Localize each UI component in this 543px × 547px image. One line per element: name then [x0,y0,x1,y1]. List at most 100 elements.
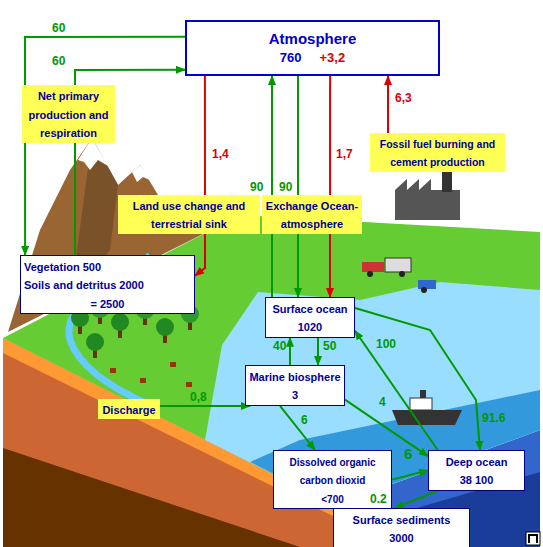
ship-hull [392,410,462,425]
tree [86,333,104,351]
flow-arrow [355,331,438,450]
logo-mark [529,535,537,543]
truck [362,262,384,272]
text-row: 3 [249,385,341,403]
tree-stump [140,378,146,383]
flow-value: 90 [279,181,292,193]
truck-trailer [385,258,411,272]
node-text: Fossil fuel burning and cement productio… [380,138,496,168]
wheel [367,271,373,277]
text-row: Land use change and terrestrial sink [121,196,257,233]
flow-value: 1,7 [336,148,353,160]
text-row: Soils and detritus 2000 [24,275,191,293]
flow-value: 91.6 [482,412,505,424]
flow-value: 50 [323,340,336,352]
text-row: Exchange Ocean-atmosphere [265,196,359,233]
discharge-arrow [150,405,250,407]
text-row: Discharge [101,400,157,418]
flow-arrow [329,76,331,297]
node-text: Surface sediments [353,514,451,526]
text-row: Atmosphere [190,30,435,48]
node-text: Exchange Ocean-atmosphere [266,200,358,230]
node-text: Soils and detritus 2000 [24,279,144,291]
flow-value: 0,8 [190,391,207,403]
flow-value: 6 [404,446,412,461]
text-row: Deep ocean [432,452,521,470]
flow-arrow [195,76,205,276]
text-row: Surface sediments [337,510,466,528]
process-label-box: Discharge [98,399,160,419]
flow-arrow [392,470,428,479]
tree-stump [186,382,192,387]
mountain [8,138,205,332]
flow-arrow [271,76,273,297]
node-text: 3000 [389,532,413,544]
flow-value: 4 [379,396,386,408]
node-text: Dissolved organic carbon dioxid [289,457,375,486]
node-text: <700 [321,494,344,505]
factory [395,190,460,220]
reservoir-box: Surface sediments 3000 [333,508,470,547]
node-text: 760 [280,50,302,65]
flow-value: 1,4 [212,148,229,160]
reservoir-box: Surface ocean 1020 [265,297,355,338]
flow-arrow [289,338,291,365]
reservoir-box: Atmosphere 760 +3,2 [185,20,440,76]
flow-value: 6 [301,414,308,426]
flow-arrow [355,308,480,450]
node-text: Net primary production and respiration [28,90,108,139]
text-row: Dissolved organic carbon dioxid [277,452,388,489]
flow-value: 100 [376,338,396,350]
reservoir-box: Marine biosphere 3 [245,365,345,406]
process-label-box: Fossil fuel burning and cement productio… [370,133,505,172]
reservoir-box: Vegetation 500Soils and detritus 2000 = 2… [20,255,195,314]
node-text: Land use change and terrestrial sink [133,200,245,230]
wheel [421,287,427,293]
text-row: Marine biosphere [249,367,341,385]
flow-value: 6,3 [395,92,412,104]
flow-value: 90 [250,181,263,193]
tree-stump [170,362,176,367]
text-row: 760 +3,2 [190,48,435,66]
flow-value: 0.2 [370,493,387,505]
wheel [399,271,405,277]
logo [526,532,540,545]
tree [156,318,174,336]
node-text: = 2500 [91,298,125,310]
node-text: Deep ocean [446,456,508,468]
node-text: Vegetation 500 [24,261,101,273]
node-text: Atmosphere [269,30,357,47]
node-text: 3 [292,389,298,401]
flow-arrow [395,491,438,508]
node-text: Discharge [102,404,155,416]
factory-roof [395,179,431,190]
text-row: 38 100 [432,470,521,488]
process-label-box: Net primary production and respiration [22,85,115,143]
text-row: Vegetation 500 [24,257,191,275]
truck [418,280,436,289]
flow-arrow [280,406,315,450]
flow-value: 40 [273,340,286,352]
node-text: +3,2 [320,50,346,65]
reservoir-box: Deep ocean 38 100 [428,450,525,491]
text-row: 1020 [269,317,351,335]
text-row: = 2500 [24,294,191,312]
flow-arrow [297,76,299,297]
text-row: 3000 [337,528,466,546]
flow-arrow [317,338,319,365]
process-label-box: Exchange Ocean-atmosphere [262,195,362,234]
flow-value: 60 [52,22,65,34]
tree [111,313,129,331]
node-text: 1020 [298,321,322,333]
flow-arrow [387,76,389,133]
ship-cabin [410,398,432,410]
tree-stump [110,368,116,373]
text-row: Net primary production and respiration [25,86,112,141]
text-row: Surface ocean [269,299,351,317]
node-text: Surface ocean [272,303,347,315]
snow-cap [132,165,152,182]
flow-arrow [345,400,428,456]
text-row: Fossil fuel burning and cement productio… [373,134,502,171]
